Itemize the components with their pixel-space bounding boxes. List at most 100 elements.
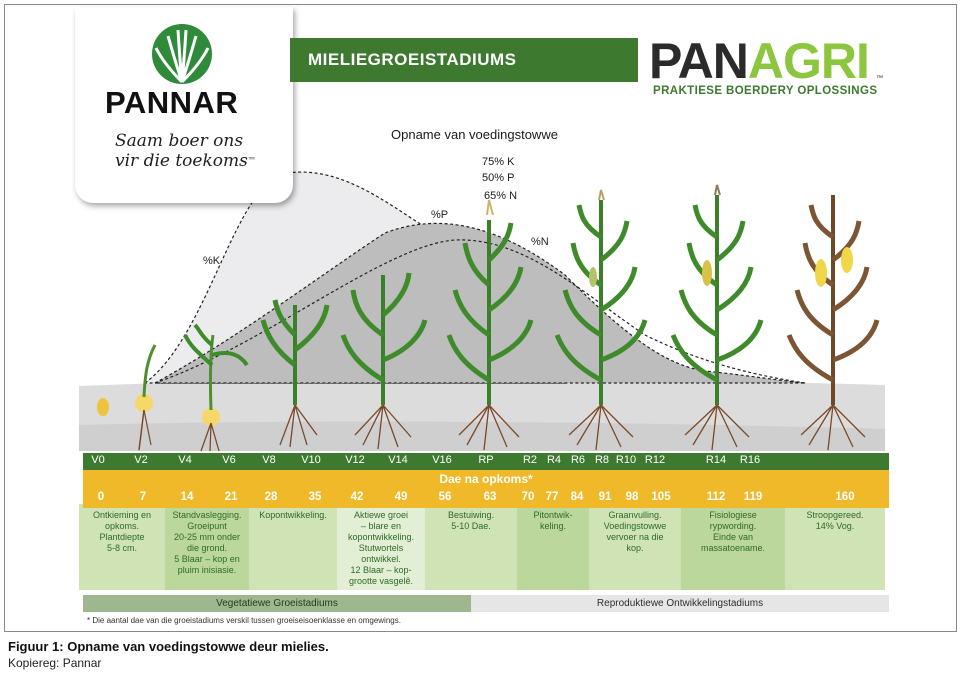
panagri-logo-text: PANAGRI — [649, 33, 870, 89]
description-line: pluim inisiasie. — [177, 565, 237, 575]
footnote: * Die aantal dae van die groeistadiums v… — [87, 616, 401, 625]
day-label: 21 — [224, 491, 238, 503]
stage-label: R4 — [546, 454, 562, 466]
stage-label: R2 — [522, 454, 538, 466]
description-line: ontwikkel. — [361, 554, 401, 564]
day-label: 63 — [483, 491, 497, 503]
panagri-tagline: PRAKTIESE BOERDERY OPLOSSINGS — [653, 85, 878, 97]
slogan-line1: Saam boer ons — [115, 131, 244, 151]
description-line: 5-10 Dae. — [451, 521, 491, 531]
figure-caption: Figuur 1: Opname van voedingstowwe deur … — [8, 639, 329, 654]
panagri-tm: ™ — [876, 75, 883, 82]
plant-r14 — [670, 184, 764, 451]
day-label: 35 — [308, 491, 322, 503]
stage-description: Stroopgereed.14% Vog. — [785, 508, 885, 594]
stage-label: V2 — [134, 454, 148, 466]
stage-label: R12 — [644, 454, 666, 466]
description-line: Voedingstowwe — [603, 521, 667, 531]
stage-label: R16 — [739, 454, 761, 466]
day-label: 105 — [651, 491, 671, 503]
stage-description: Kopontwikkeling. — [249, 508, 337, 594]
n-label: %N — [531, 236, 549, 248]
plant-mature — [786, 195, 880, 451]
description-line: grootte vasgelê. — [348, 576, 414, 586]
day-label: 7 — [139, 491, 147, 503]
stage-label: R14 — [705, 454, 727, 466]
stage-label: V8 — [262, 454, 276, 466]
day-label: 28 — [264, 491, 278, 503]
copyright-credit: Kopiereg: Pannar — [8, 656, 102, 670]
day-label: 84 — [570, 491, 584, 503]
day-label: 112 — [706, 491, 726, 503]
description-line: Stroopgereed. — [806, 510, 864, 520]
day-label: 77 — [545, 491, 559, 503]
description-line: Bestuiwing. — [447, 510, 495, 520]
title-bar: MIELIEGROEISTADIUMS — [290, 38, 638, 82]
days-title: Dae na opkoms* — [439, 472, 533, 486]
day-label: 0 — [97, 491, 105, 503]
k-label: %K — [203, 255, 221, 267]
description-line: 14% Vog. — [815, 521, 855, 531]
day-label: 42 — [350, 491, 364, 503]
day-label: 70 — [521, 491, 535, 503]
k-total: 75% K — [482, 156, 515, 168]
stage-label: R8 — [594, 454, 610, 466]
infographic-frame: %K %P %N PANNAR Saam boer ons vir die to… — [4, 4, 957, 632]
panagri-name-part2: AGRI — [747, 33, 870, 89]
illustration: %K %P %N — [79, 171, 885, 590]
stage-label: R10 — [615, 454, 637, 466]
slogan-line2: vir die toekoms — [115, 151, 248, 171]
day-label: 49 — [394, 491, 408, 503]
stage-label: V10 — [301, 454, 321, 466]
description-line: massatoename. — [700, 543, 766, 553]
p-uptake-curve — [154, 222, 806, 384]
vegetative-phase-bar: Vegetatiewe Groeistadiums — [83, 595, 471, 612]
description-line: Aktiewe groei — [353, 510, 409, 520]
days-bar — [83, 470, 889, 508]
panagri-name-part1: PAN — [649, 33, 749, 89]
seed — [97, 398, 109, 416]
stage-label: V14 — [388, 454, 408, 466]
description-line: die grond. — [186, 543, 228, 553]
day-label: 160 — [835, 491, 855, 503]
slogan-tm: ™ — [247, 156, 256, 165]
stage-label: R6 — [570, 454, 586, 466]
reproductive-phase-bar: Reproduktiewe Ontwikkelingstadiums — [471, 595, 889, 612]
description-line: keling. — [539, 521, 566, 531]
description-line: 12 Blaar – kop- — [350, 565, 412, 575]
description-line: Standvaslegging. — [172, 510, 242, 520]
day-label: 14 — [180, 491, 194, 503]
description-line: Graanvulling. — [608, 510, 662, 520]
stage-label: V12 — [345, 454, 365, 466]
day-label: 98 — [625, 491, 639, 503]
description-line: opkoms. — [104, 521, 139, 531]
description-line: Pitontwik- — [533, 510, 573, 520]
day-label: 119 — [743, 491, 763, 503]
description-line: – blare en — [360, 521, 402, 531]
n-total: 65% N — [484, 190, 518, 202]
description-line: Fisiologiese — [709, 510, 757, 520]
description-line: rypwording. — [709, 521, 757, 531]
growth-stage-bar — [83, 453, 889, 470]
seed — [135, 394, 153, 412]
plant-v16 — [446, 199, 534, 451]
p-label: %P — [431, 209, 448, 221]
plant-r2 — [554, 189, 648, 451]
pannar-logo-card: PANNAR Saam boer ons vir die toekoms™ — [75, 7, 293, 203]
stage-description: Pitontwik-keling. — [517, 508, 589, 594]
description-line: 5-8 cm. — [106, 543, 137, 553]
description-line: Einde van — [712, 532, 754, 542]
pannar-logo-icon — [152, 24, 212, 84]
stage-description: Bestuiwing.5-10 Dae. — [425, 508, 517, 594]
description-line: kopontwikkeling. — [347, 532, 415, 542]
day-label: 56 — [438, 491, 452, 503]
day-label: 91 — [598, 491, 612, 503]
stage-label: V6 — [222, 454, 236, 466]
p-total: 50% P — [482, 172, 515, 184]
description-line: Ontkieming en — [92, 510, 152, 520]
description-line: Kopontwikkeling. — [259, 510, 327, 520]
description-line: 5 Blaar – kop en — [174, 554, 240, 564]
uptake-title: Opname van voedingstowwe — [391, 127, 558, 142]
description-line: 20-25 mm onder — [173, 532, 241, 542]
